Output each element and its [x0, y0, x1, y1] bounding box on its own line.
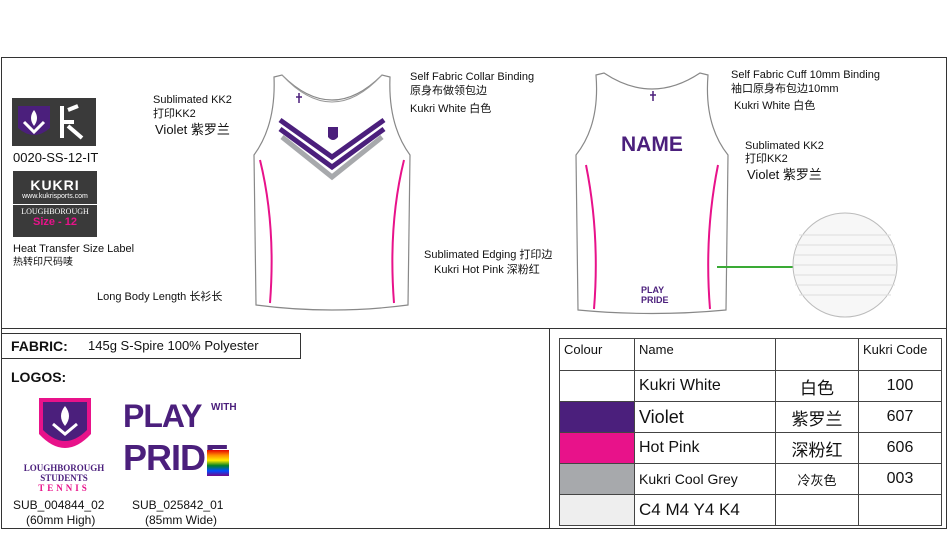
cuff-colour: Kukri White 白色 [734, 100, 816, 112]
front-sublimated-label: Sublimated KK2 [153, 94, 232, 106]
back-sublimated-cn: 打印KK2 [745, 153, 788, 165]
colour-table: Colour Name Kukri Code Kukri White 白色 10… [559, 338, 942, 526]
size-label-caption-cn: 热转印尺码唛 [13, 257, 73, 268]
colour-cn: 深粉红 [775, 432, 859, 464]
product-code: 0020-SS-12-IT [13, 150, 99, 165]
colour-code [858, 494, 942, 526]
logo-with: WITH [211, 402, 237, 413]
fabric-zoom-callout [717, 212, 898, 318]
table-row: Hot Pink 深粉红 606 [559, 432, 942, 464]
loughborough-tennis-logo [39, 398, 91, 448]
colour-cn: 紫罗兰 [775, 401, 859, 433]
swatch-white [559, 370, 635, 402]
rainbow-bar [207, 450, 229, 476]
size-label-size: Size - 12 [32, 216, 78, 228]
fabric-value: 145g S-Spire 100% Polyester [88, 338, 259, 353]
long-body-label: Long Body Length 长衫长 [97, 291, 223, 303]
edging-colour: Kukri Hot Pink 深粉红 [434, 264, 540, 276]
back-sublimated-label: Sublimated KK2 [745, 140, 824, 152]
back-vest [575, 72, 729, 315]
collar-binding-label: Self Fabric Collar Binding [410, 71, 535, 83]
colour-cn: 冷灰色 [775, 463, 859, 495]
swatch-hotpink [559, 432, 635, 464]
size-label-url: www.kukrisports.com [22, 193, 88, 200]
back-name-placeholder: NAME [621, 133, 683, 156]
edging-label: Sublimated Edging 打印边 [424, 249, 553, 261]
size-label-brand: KUKRI [30, 177, 80, 193]
logo2-code: SUB_025842_01 [132, 498, 224, 512]
logo1-code: SUB_004844_02 [13, 498, 105, 512]
divider-horizontal [1, 328, 947, 329]
table-row: C4 M4 Y4 K4 [559, 494, 942, 526]
colour-cn: 白色 [775, 370, 859, 402]
colour-table-header: Colour Name Kukri Code [559, 338, 942, 371]
collar-binding-cn: 原身布做领包边 [410, 85, 487, 97]
collar-colour: Kukri White 白色 [410, 103, 492, 115]
logo-title-1: LOUGHBOROUGH [23, 463, 105, 473]
back-logo-play: PLAY [641, 285, 665, 295]
cuff-binding-cn: 袖口原身布包边10mm [731, 83, 839, 95]
front-violet-label: Violet 紫罗兰 [155, 122, 230, 137]
divider-vertical [549, 328, 550, 529]
table-row: Kukri Cool Grey 冷灰色 003 [559, 463, 942, 495]
logos-label: LOGOS: [11, 369, 67, 385]
logo1-size: (60mm High) [26, 513, 96, 527]
cuff-binding-label: Self Fabric Cuff 10mm Binding [731, 69, 880, 81]
back-logo-pride: PRIDE [641, 295, 669, 305]
swatch-grey [559, 463, 635, 495]
logo-title-3: TENNIS [38, 483, 90, 493]
logo2-size: (85mm Wide) [145, 513, 218, 527]
front-sublimated-cn: 打印KK2 [153, 108, 196, 120]
header-colour: Colour [559, 338, 635, 371]
brand-logo [12, 98, 96, 146]
spec-frame [1, 57, 947, 529]
table-row: Kukri White 白色 100 [559, 370, 942, 402]
colour-code: 607 [858, 401, 942, 433]
colour-code: 100 [858, 370, 942, 402]
colour-name: Violet [634, 401, 776, 433]
colour-code: 606 [858, 432, 942, 464]
loughborough-logo-text: LOUGHBOROUGH STUDENTS TENNIS [14, 463, 114, 493]
size-label-caption-en: Heat Transfer Size Label [13, 243, 135, 255]
swatch-offwhite [559, 494, 635, 526]
colour-name: Hot Pink [634, 432, 776, 464]
size-label: KUKRI www.kukrisports.com LOUGHBOROUGH S… [13, 171, 97, 237]
play-with-pride-logo: PLAY WITH PRIDE [123, 398, 237, 486]
front-vest [253, 74, 411, 311]
fabric-box [1, 333, 301, 359]
colour-code: 003 [858, 463, 942, 495]
swatch-violet [559, 401, 635, 433]
colour-name: Kukri Cool Grey [634, 463, 776, 495]
back-violet-label: Violet 紫罗兰 [747, 167, 822, 182]
colour-cn [775, 494, 859, 526]
table-row: Violet 紫罗兰 607 [559, 401, 942, 433]
size-label-team: LOUGHBOROUGH [13, 204, 97, 216]
colour-name: Kukri White [634, 370, 776, 402]
logo-title-2: STUDENTS [40, 473, 88, 483]
header-cn [775, 338, 859, 371]
back-play-pride-logo: PLAY PRIDE [641, 285, 669, 305]
header-code: Kukri Code [858, 338, 942, 371]
colour-name: C4 M4 Y4 K4 [634, 494, 776, 526]
header-name: Name [634, 338, 776, 371]
fabric-label: FABRIC: [11, 338, 68, 354]
logo-play: PLAY [123, 398, 202, 434]
